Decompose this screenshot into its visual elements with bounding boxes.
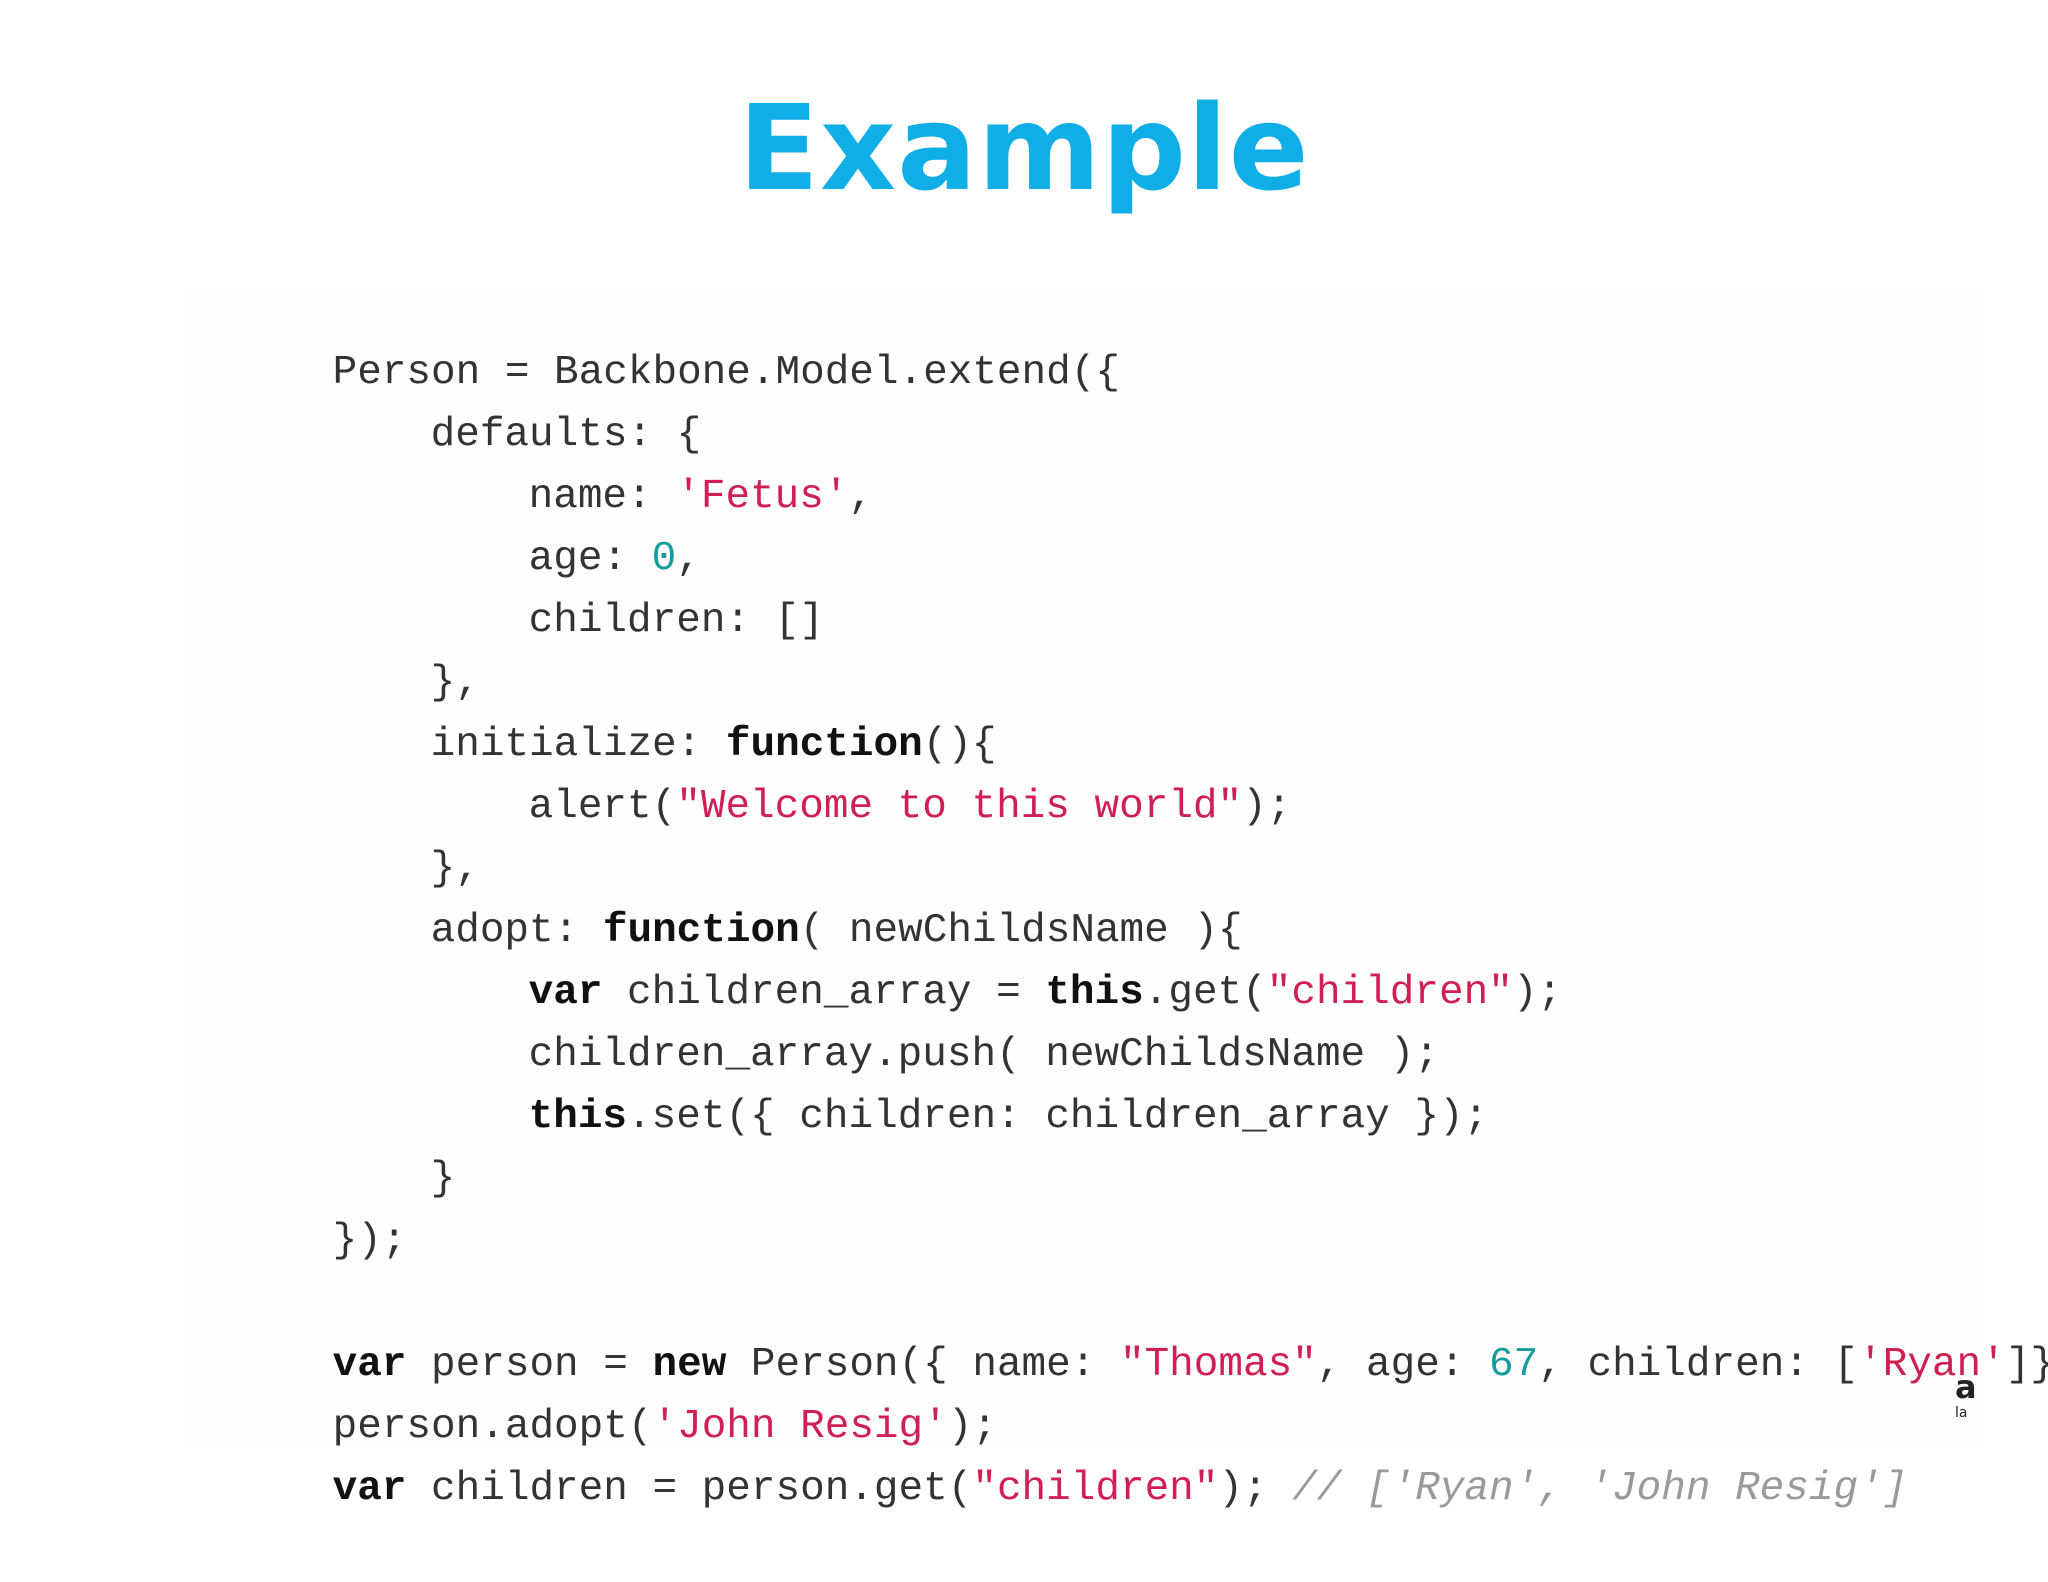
code-token: ); [947, 1404, 997, 1450]
code-token: }); [332, 1218, 407, 1264]
code-token: , age: [1316, 1342, 1490, 1388]
slide: Example Person = Backbone.Model.extend({… [185, 79, 2048, 1512]
code-token: , [848, 474, 874, 520]
code-token: ); [1242, 784, 1292, 830]
code-line: name: 'Fetus', [185, 404, 873, 520]
code-line: var children_array = this.get("children"… [185, 900, 1562, 1016]
corner-logo-text: la [1955, 1405, 1968, 1421]
code-token: } [430, 1156, 456, 1202]
keyword: function [725, 722, 923, 768]
code-token: name: [528, 474, 677, 520]
string-literal: 'Ryan' [1858, 1342, 2006, 1388]
code-line: children_array.push( newChildsName ); [185, 962, 1439, 1078]
code-line: }, [185, 590, 480, 706]
code-token: alert( [528, 784, 677, 830]
corner-logo: a la [1955, 1370, 1995, 1430]
code-line: defaults: { [185, 342, 702, 458]
code-token: children_array.push( newChildsName ); [528, 1032, 1439, 1078]
corner-logo-mark: a [1955, 1368, 1977, 1406]
code-token: person = [406, 1342, 653, 1388]
code-token: ); [1218, 1466, 1293, 1512]
code-token: , children: [ [1538, 1342, 1859, 1388]
number-literal: 67 [1489, 1342, 1539, 1388]
code-line: adopt: function( newChildsName ){ [185, 838, 1243, 954]
code-line: person.adopt('John Resig'); [185, 1334, 997, 1450]
code-token: defaults: { [430, 412, 702, 458]
code-token: }, [430, 846, 480, 892]
code-token: , [676, 536, 701, 582]
slide-title: Example [738, 79, 1310, 217]
code-token: adopt: [430, 908, 603, 954]
string-literal: 'Fetus' [676, 474, 849, 520]
string-literal: "Thomas" [1119, 1342, 1317, 1388]
code-token: person.adopt( [332, 1404, 653, 1450]
keyword: function [602, 908, 800, 954]
keyword: new [652, 1342, 727, 1388]
code-token: children: [] [528, 598, 824, 644]
code-line: } [185, 1086, 456, 1202]
code-line: Person = Backbone.Model.extend({ [185, 280, 1120, 396]
string-literal: "children" [1266, 970, 1513, 1016]
keyword: var [332, 1466, 407, 1512]
keyword: var [332, 1342, 407, 1388]
string-literal: "Welcome to this world" [676, 784, 1243, 830]
code-token: ( newChildsName ){ [799, 908, 1243, 954]
code-token: children_array = [602, 970, 1046, 1016]
code-token: Person = Backbone.Model.extend({ [332, 350, 1120, 396]
keyword: var [528, 970, 603, 1016]
code-token: (){ [922, 722, 997, 768]
code-line: var children = person.get("children"); /… [185, 1396, 1908, 1512]
code-line: children: [] [185, 528, 824, 644]
code-line: age: 0, [185, 466, 701, 582]
code-token: Person({ name: [726, 1342, 1120, 1388]
code-line: this.set({ children: children_array }); [185, 1024, 1489, 1140]
code-token: .set({ children: children_array }); [627, 1094, 1489, 1140]
code-line: }, [185, 776, 480, 892]
code-token: ); [1512, 970, 1563, 1016]
code-line: }); [185, 1148, 407, 1264]
code-block: Person = Backbone.Model.extend({ default… [185, 285, 2048, 1512]
code-line: var person = new Person({ name: "Thomas"… [185, 1272, 2048, 1388]
code-token: ]}); [2005, 1342, 2048, 1388]
keyword: this [1045, 970, 1144, 1016]
code-token: age: [528, 536, 652, 582]
code-token: }, [430, 660, 480, 706]
code-line: initialize: function(){ [185, 652, 997, 768]
code-token: .get( [1143, 970, 1267, 1016]
number-literal: 0 [651, 536, 677, 582]
code-token: initialize: [430, 722, 726, 768]
code-comment: // ['Ryan', 'John Resig'] [1292, 1466, 1908, 1512]
string-literal: 'John Resig' [652, 1404, 948, 1450]
code-line: alert("Welcome to this world"); [185, 714, 1292, 830]
string-literal: "children" [972, 1466, 1219, 1512]
keyword: this [528, 1094, 628, 1140]
code-token: children = person.get( [406, 1466, 973, 1512]
